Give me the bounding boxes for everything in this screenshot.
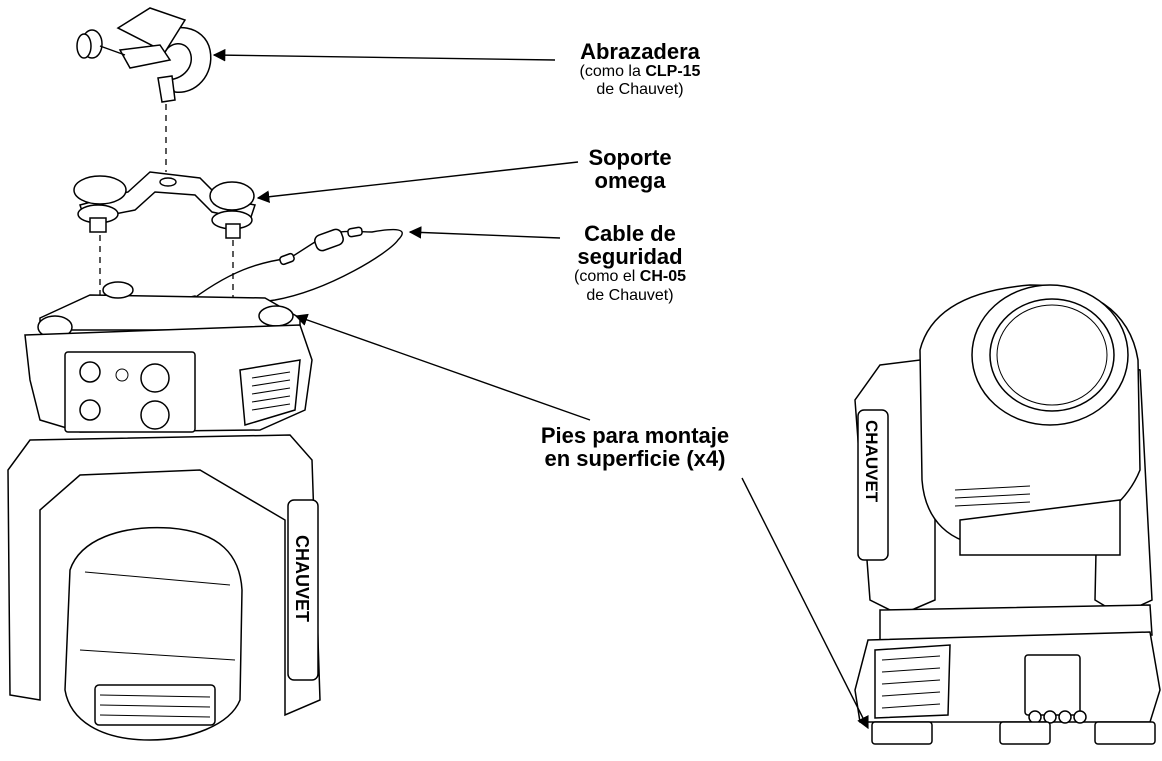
omega-label: Soporte omega (560, 146, 700, 192)
omega-label-line2: omega (594, 168, 666, 194)
clamp-sub-model: CLP-15 (645, 63, 701, 81)
clamp-label-title: Abrazadera (580, 39, 700, 64)
fixture-right-illustration (854, 284, 1161, 745)
cable-label-line2: seguridad (577, 244, 683, 270)
clamp-label-sub: (como la CLP-15 (550, 63, 730, 81)
cable-label: Cable de seguridad (como el CH-05 de Cha… (555, 222, 705, 305)
cable-label-sub: (como el CH-05 (555, 268, 705, 286)
omega-label-line1: Soporte (588, 145, 672, 170)
clamp-illustration (76, 7, 212, 103)
chauvet-logo-left: CHAUVET (292, 535, 312, 622)
omega-bracket-illustration (73, 171, 256, 239)
clamp-label-sub2: de Chauvet) (596, 81, 684, 99)
cable-label-line1: Cable de (584, 221, 676, 246)
cable-arrow (408, 226, 561, 239)
feet-label-line2: en superficie (x4) (544, 446, 726, 472)
chauvet-logo-right: CHAUVET (862, 420, 881, 503)
fixture-left-illustration (7, 281, 321, 741)
clamp-label: Abrazadera (como la CLP-15 de Chauvet) (550, 40, 730, 100)
cable-sub-prefix: (como el (573, 268, 640, 286)
clamp-arrow (212, 48, 556, 62)
cable-label-sub2: de Chauvet) (586, 286, 674, 304)
feet-label: Pies para montaje en superficie (x4) (505, 424, 765, 470)
feet-label-line1: Pies para montaje (540, 423, 730, 448)
feet-arrow-right (741, 477, 869, 730)
clamp-sub-prefix: (como la (579, 63, 646, 81)
cable-sub-model: CH-05 (639, 268, 687, 286)
omega-arrow (256, 161, 579, 203)
feet-arrow-left (294, 313, 591, 421)
